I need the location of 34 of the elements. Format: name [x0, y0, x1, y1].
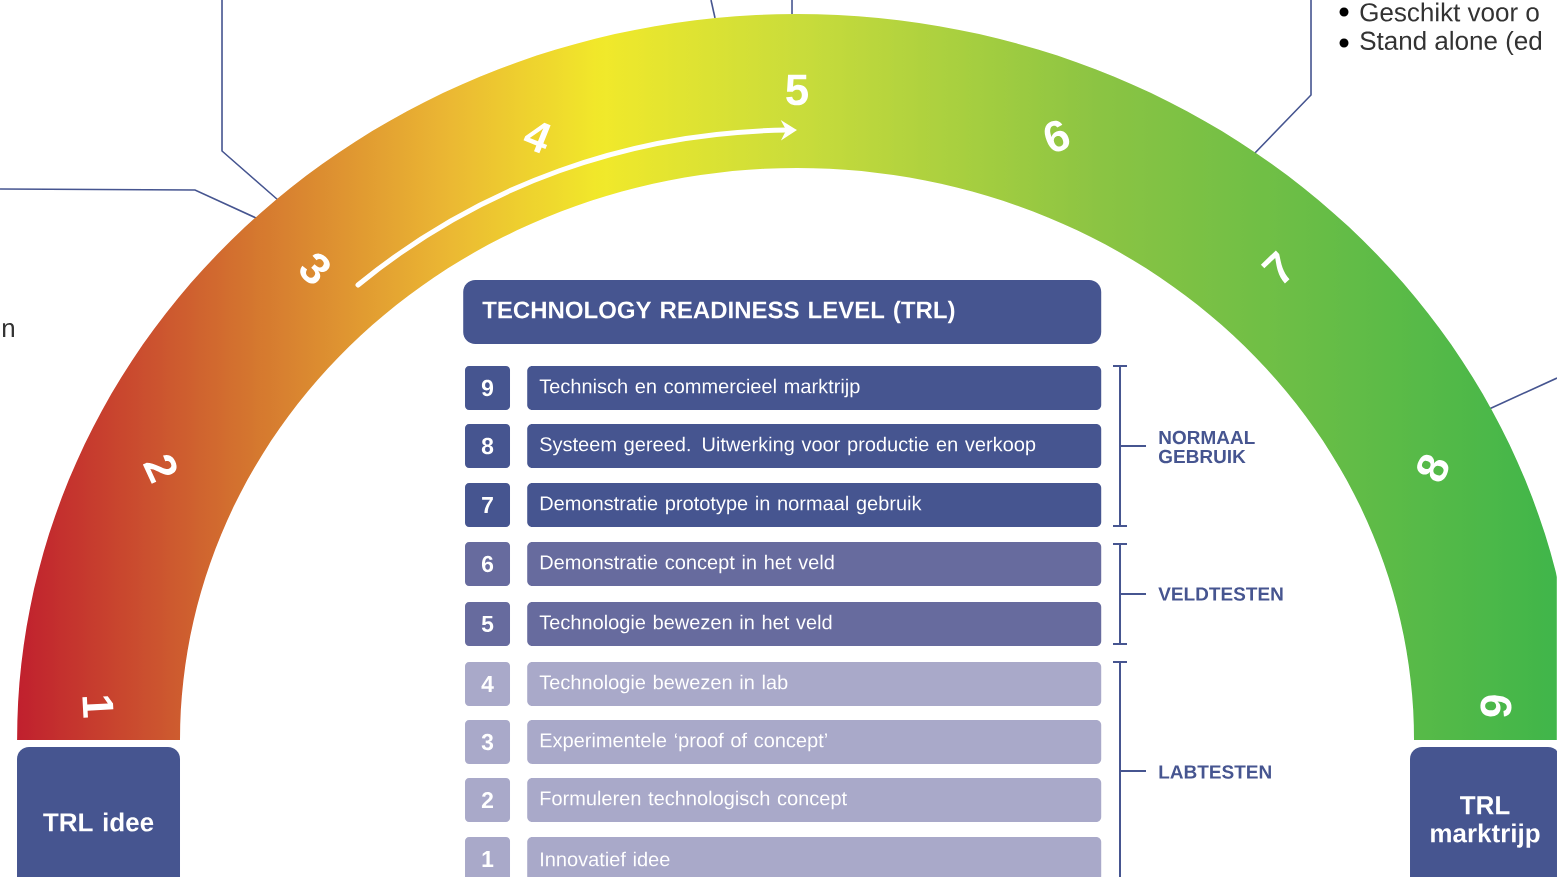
- number-box: 8: [465, 424, 510, 468]
- level-bar: Innovatief idee: [527, 837, 1102, 877]
- level-bar: Technisch en commercieel marktrijp: [527, 366, 1102, 410]
- level-bar: Experimentele ‘proof of concept’: [527, 720, 1102, 764]
- bullet-item: Geschikt voor o: [1360, 2, 1539, 22]
- number-box: 9: [465, 366, 510, 410]
- number-box: 6: [465, 542, 510, 586]
- bullet-item: Stand alone (ed: [1360, 30, 1542, 56]
- number-box: 4: [465, 662, 510, 706]
- level-number: 6: [1044, 120, 1070, 152]
- level-number: 4: [523, 122, 551, 154]
- level-bar: Formuleren technologisch concept: [527, 778, 1102, 822]
- level-bar: Demonstratie concept in het veld: [527, 542, 1102, 586]
- title-box: TECHNOLOGY READINESS LEVEL (TRL): [463, 280, 1102, 344]
- level-bar: Demonstratie prototype in normaal gebruik: [527, 483, 1102, 527]
- group-label: NORMAAL GEBRUIK: [1159, 430, 1255, 464]
- number-box: 3: [465, 720, 510, 764]
- group-label: LABTESTEN: [1159, 765, 1271, 779]
- level-number: 8: [1417, 454, 1449, 482]
- level-number: 2: [142, 455, 177, 484]
- end-box: TRL idee: [17, 747, 180, 877]
- level-bar: Technologie bewezen in het veld: [527, 602, 1102, 646]
- group-label: VELDTESTEN: [1158, 587, 1283, 601]
- number-box: 1: [465, 837, 510, 877]
- level-number: 5: [786, 74, 808, 106]
- text-fragment: n: [2, 323, 14, 337]
- level-number: 7: [1260, 250, 1290, 284]
- number-box: 7: [465, 483, 510, 527]
- end-box: TRL marktrijp: [1410, 747, 1557, 877]
- level-bar: Technologie bewezen in lab: [527, 662, 1102, 706]
- number-box: 5: [465, 602, 510, 646]
- level-number: 3: [300, 253, 330, 284]
- number-box: 2: [465, 778, 510, 822]
- level-bar: Systeem gereed. Uitwerking voor productie en verkoop: [527, 424, 1102, 468]
